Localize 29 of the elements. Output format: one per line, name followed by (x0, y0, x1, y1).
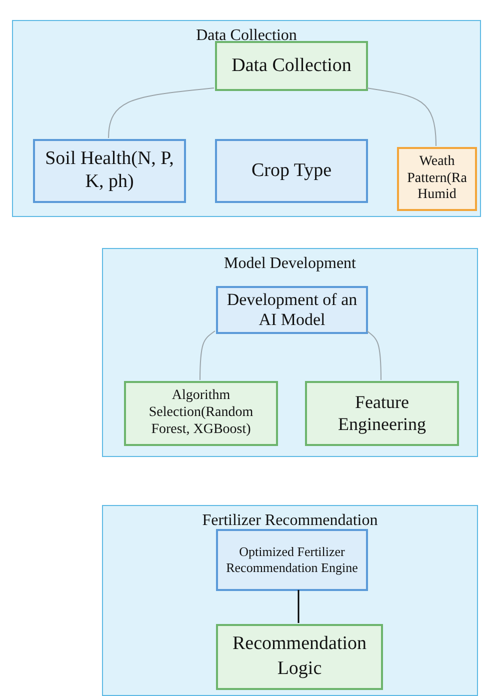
process-box (33, 139, 186, 203)
connector-line (366, 88, 436, 146)
box-label: Optimized Fertilizer Recommendation Engine (225, 544, 359, 576)
box-label: Weath Pattern(Ra Humid (406, 154, 468, 204)
group-title: Fertilizer Recommendation (202, 512, 378, 529)
process-box (216, 529, 368, 591)
group-panel (102, 248, 478, 457)
box-label: Soil Health(N, P, K, ph) (44, 148, 175, 194)
process-box (305, 381, 459, 446)
box-label: Recommendation Logic (231, 632, 368, 681)
box-label: Algorithm Selection(Random Forest, XGBoost) (148, 388, 254, 439)
group-panel (12, 20, 481, 217)
connector-line (366, 330, 382, 380)
process-box (216, 286, 368, 334)
box-label: Development of an AI Model (226, 290, 358, 330)
box-label: Feature Engineering (337, 392, 427, 436)
process-box (397, 147, 477, 211)
connector-line (200, 330, 216, 380)
connector-line (298, 590, 300, 623)
process-box (215, 139, 368, 203)
process-box (216, 624, 383, 690)
process-box (215, 41, 368, 91)
connector-line (108, 88, 214, 138)
box-label: Crop Type (251, 158, 332, 183)
group-title: Data Collection (196, 27, 297, 44)
process-box (124, 381, 278, 446)
box-label: Data Collection (232, 54, 352, 78)
group-panel (102, 505, 478, 696)
group-title: Model Development (224, 255, 356, 272)
